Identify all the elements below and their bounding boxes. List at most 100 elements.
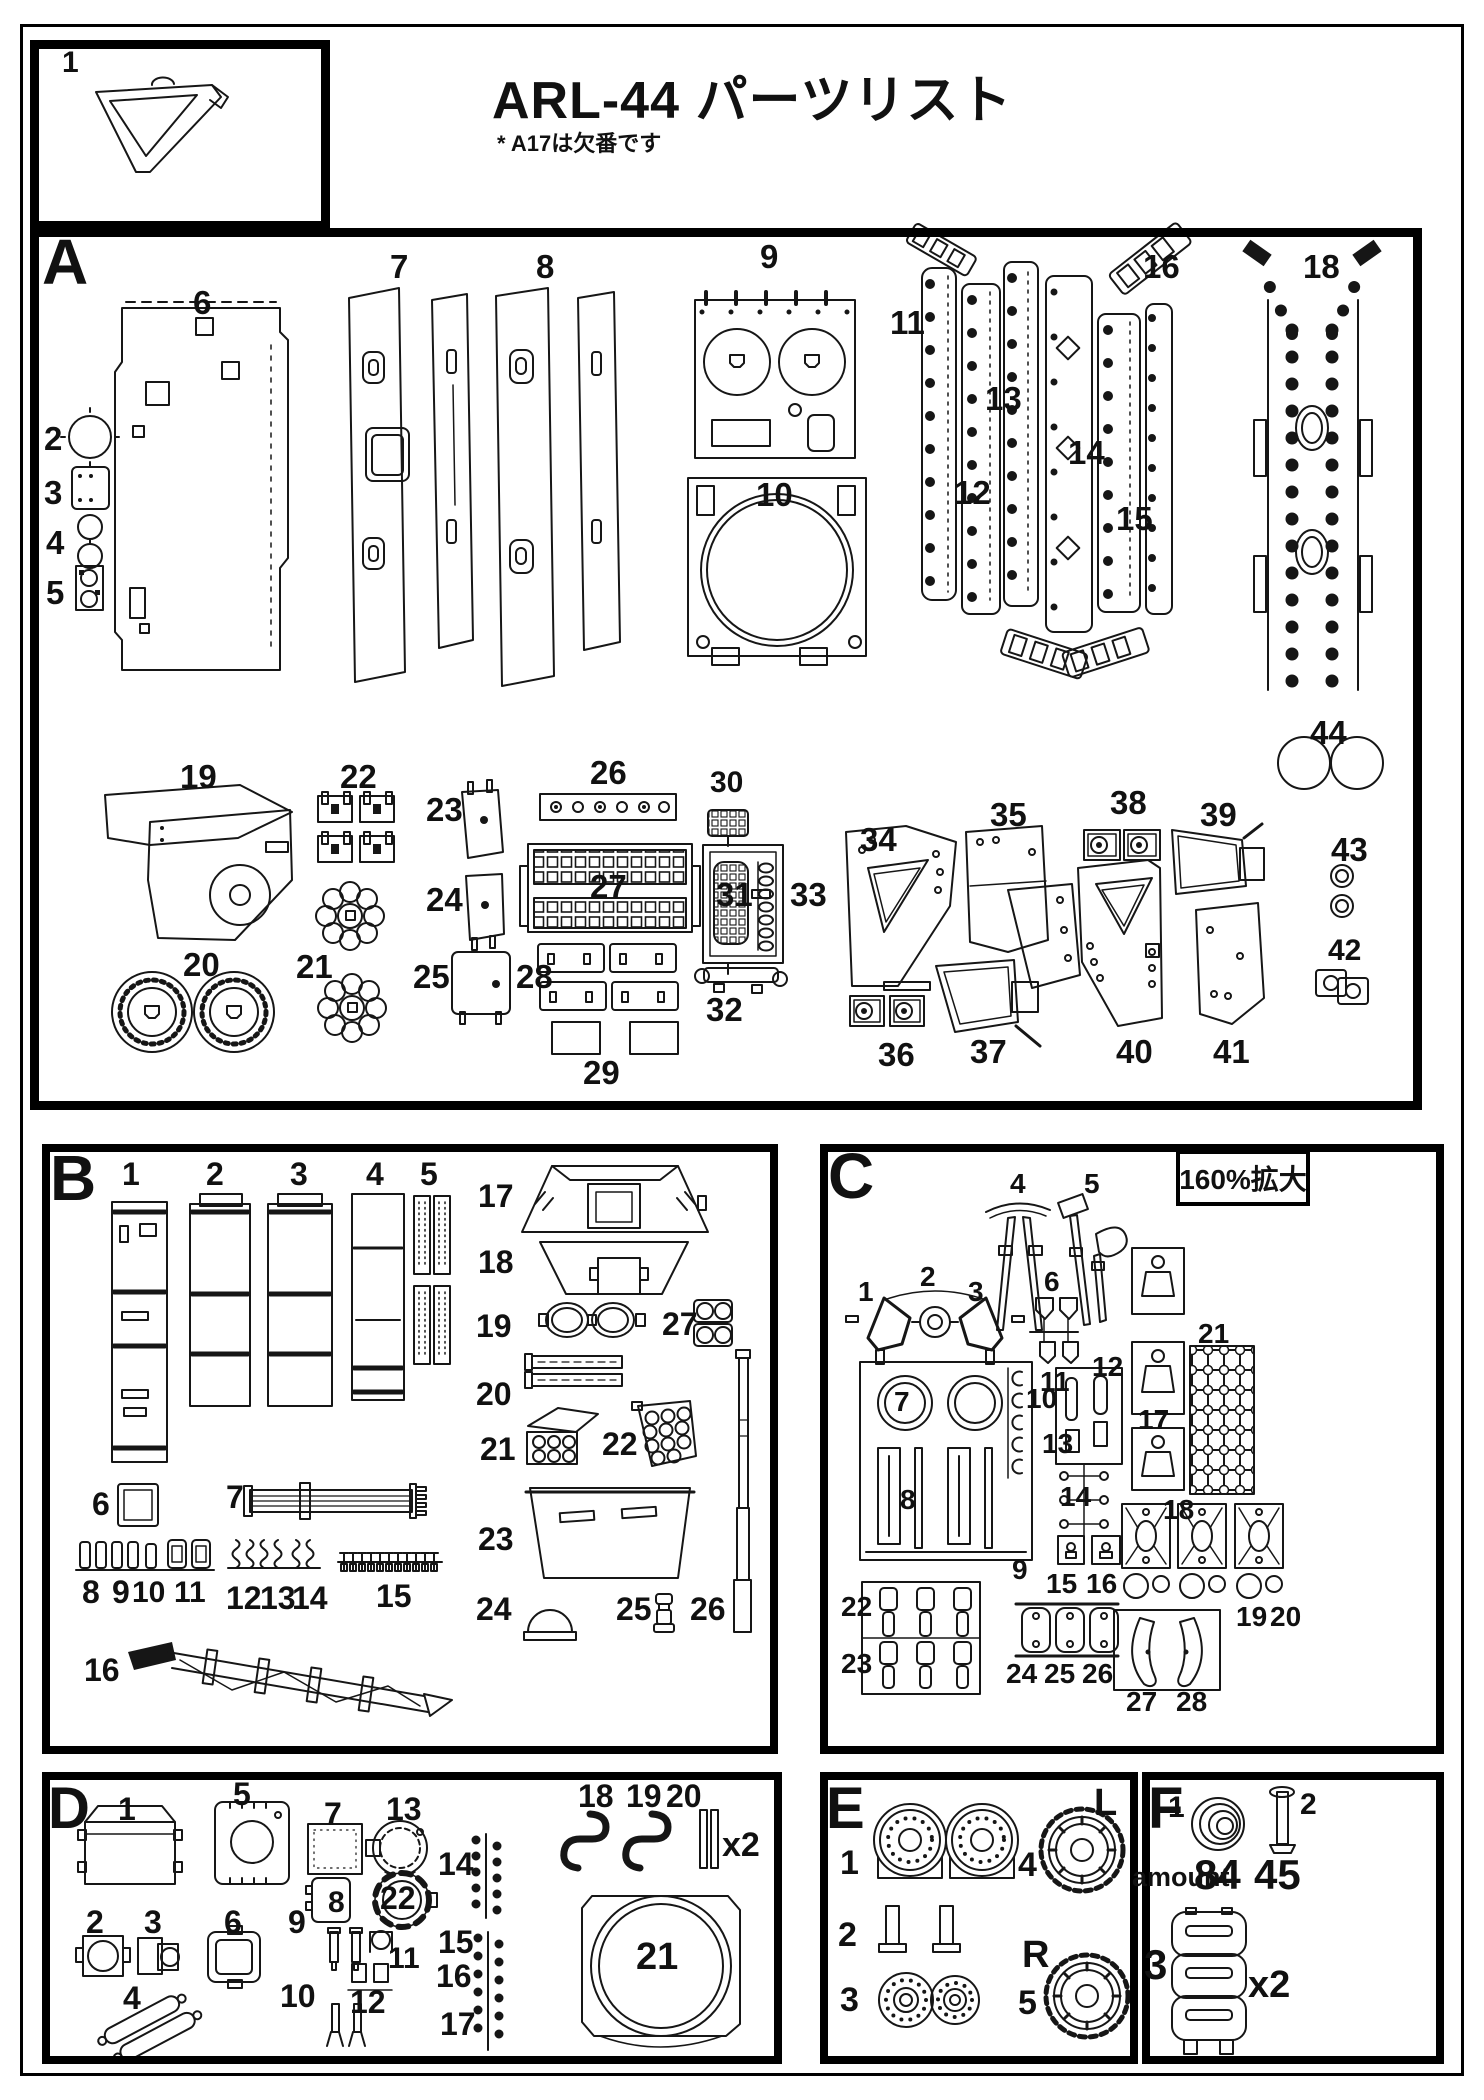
part-label-D7: 7 bbox=[324, 1796, 342, 1832]
part-label-D19: 19 bbox=[626, 1778, 662, 1814]
part1-corner-box bbox=[30, 40, 330, 230]
f-part3-multiplier: x2 bbox=[1248, 1964, 1291, 2006]
part-label-A19: 19 bbox=[180, 758, 217, 795]
part-label-A37: 37 bbox=[970, 1033, 1007, 1070]
part-label-B24: 24 bbox=[476, 1591, 512, 1627]
part-label-A23: 23 bbox=[426, 791, 463, 828]
section-b-label: B bbox=[50, 1142, 97, 1214]
part-label-A2: 2 bbox=[44, 420, 63, 457]
part-label-C24: 24 bbox=[1006, 1658, 1038, 1689]
part-label-E2: 2 bbox=[838, 1916, 857, 1954]
part-label-F2: 2 bbox=[1300, 1788, 1317, 1821]
part-label-B2: 2 bbox=[206, 1156, 224, 1192]
part-label-A15: 15 bbox=[1116, 500, 1153, 537]
part-label-B26: 26 bbox=[690, 1591, 726, 1627]
part-label-A30: 30 bbox=[710, 766, 744, 799]
part-label-A29: 29 bbox=[583, 1054, 620, 1091]
part-label-C4: 4 bbox=[1010, 1168, 1026, 1199]
part-label-C15: 15 bbox=[1046, 1568, 1078, 1599]
part-label-A20: 20 bbox=[183, 946, 220, 983]
part-label-C25: 25 bbox=[1044, 1658, 1076, 1689]
part-label-A38: 38 bbox=[1110, 784, 1147, 821]
d-part20-multiplier: x2 bbox=[722, 1826, 760, 1864]
section-c-label: C bbox=[828, 1140, 875, 1212]
part-label-C18: 18 bbox=[1163, 1494, 1195, 1525]
part-label-D4: 4 bbox=[123, 1980, 141, 2016]
part-label-D5: 5 bbox=[233, 1776, 251, 1812]
part-label-C22: 22 bbox=[841, 1591, 873, 1622]
part-label-D22: 22 bbox=[380, 1880, 416, 1916]
section-a-drawings bbox=[60, 222, 1384, 1055]
part-label-C3: 3 bbox=[968, 1276, 984, 1307]
section-d-label: D bbox=[48, 1776, 90, 1841]
section-b-drawings bbox=[75, 1165, 752, 1717]
part-label-C27: 27 bbox=[1126, 1686, 1158, 1717]
part-label-B25: 25 bbox=[616, 1591, 652, 1627]
part-label-A3: 3 bbox=[44, 474, 63, 511]
part-label-D12: 12 bbox=[350, 1984, 386, 2020]
part-label-A5: 5 bbox=[46, 574, 65, 611]
part-label-E1: 1 bbox=[840, 1844, 859, 1882]
part-label-A34: 34 bbox=[860, 821, 897, 858]
part-label-B9: 9 bbox=[112, 1574, 130, 1610]
part-label-A22: 22 bbox=[340, 758, 377, 795]
part-label-D9: 9 bbox=[288, 1904, 306, 1940]
part-label-B27: 27 bbox=[662, 1306, 698, 1342]
e-right-wheel-label: R bbox=[1022, 1934, 1050, 1976]
part-label-A18: 18 bbox=[1303, 248, 1340, 285]
part-label-B11: 11 bbox=[174, 1576, 206, 1609]
part-label-A43: 43 bbox=[1331, 831, 1368, 868]
part-label-A26: 26 bbox=[590, 754, 627, 791]
scale-note-box: 160%拡大 bbox=[1176, 1150, 1310, 1206]
part-label-A40: 40 bbox=[1116, 1033, 1153, 1070]
part-label-D16: 16 bbox=[436, 1958, 472, 1994]
part-label-D13: 13 bbox=[386, 1791, 422, 1827]
page-border bbox=[20, 24, 1464, 2076]
part-label-D20: 20 bbox=[666, 1778, 702, 1814]
part-label-A31: 31 bbox=[716, 876, 753, 913]
part-label-C5: 5 bbox=[1084, 1168, 1100, 1199]
part-label-B13: 13 bbox=[260, 1580, 296, 1616]
part-label-A10: 10 bbox=[756, 476, 793, 513]
part-label-C9: 9 bbox=[1012, 1554, 1028, 1585]
part-a1-drawing bbox=[95, 76, 229, 173]
page-title: ARL-44 パーツリスト bbox=[492, 72, 1013, 130]
part-label-C8: 8 bbox=[900, 1484, 916, 1515]
part-label-A4: 4 bbox=[46, 524, 65, 561]
e-left-wheel-label: L bbox=[1094, 1782, 1118, 1824]
section-d-box bbox=[42, 1772, 782, 2064]
section-a-box bbox=[30, 228, 1422, 1110]
part-label-B21: 21 bbox=[480, 1431, 516, 1467]
part-label-D2: 2 bbox=[86, 1904, 104, 1940]
part-label-A36: 36 bbox=[878, 1036, 915, 1073]
part-label-D11: 11 bbox=[388, 1942, 420, 1975]
part-label-A8: 8 bbox=[536, 248, 555, 285]
part-label-D21: 21 bbox=[636, 1936, 679, 1978]
section-c-drawings bbox=[845, 1193, 1284, 1695]
part-label-B8: 8 bbox=[82, 1574, 100, 1610]
f-amount-label: amount bbox=[1132, 1862, 1230, 1892]
part-label-D15: 15 bbox=[438, 1924, 474, 1960]
part-label-B10: 10 bbox=[132, 1576, 166, 1609]
section-f-label: F bbox=[1148, 1776, 1184, 1841]
part-label-B19: 19 bbox=[476, 1308, 512, 1344]
part-label-C19: 19 bbox=[1236, 1601, 1268, 1632]
part-label-A11: 11 bbox=[890, 304, 925, 341]
part-label-A7: 7 bbox=[390, 248, 409, 285]
part-label-B7: 7 bbox=[226, 1479, 244, 1515]
part-label-A41: 41 bbox=[1213, 1033, 1250, 1070]
part-label-B6: 6 bbox=[92, 1486, 110, 1522]
section-b-box bbox=[42, 1144, 778, 1754]
part-label-A27: 27 bbox=[590, 868, 627, 905]
part-label-A12: 12 bbox=[954, 474, 991, 511]
part-label-A39: 39 bbox=[1200, 796, 1237, 833]
part-label-A35: 35 bbox=[990, 796, 1027, 833]
section-d-drawings bbox=[75, 1801, 741, 2063]
section-e-drawings bbox=[873, 1803, 1131, 2040]
part-label-C12: 12 bbox=[1092, 1351, 1124, 1382]
part-label-A13: 13 bbox=[985, 380, 1022, 417]
part-label-A25: 25 bbox=[413, 958, 450, 995]
part-label-D17: 17 bbox=[440, 2006, 476, 2042]
missing-part-note: * A17は欠番です bbox=[497, 131, 662, 156]
